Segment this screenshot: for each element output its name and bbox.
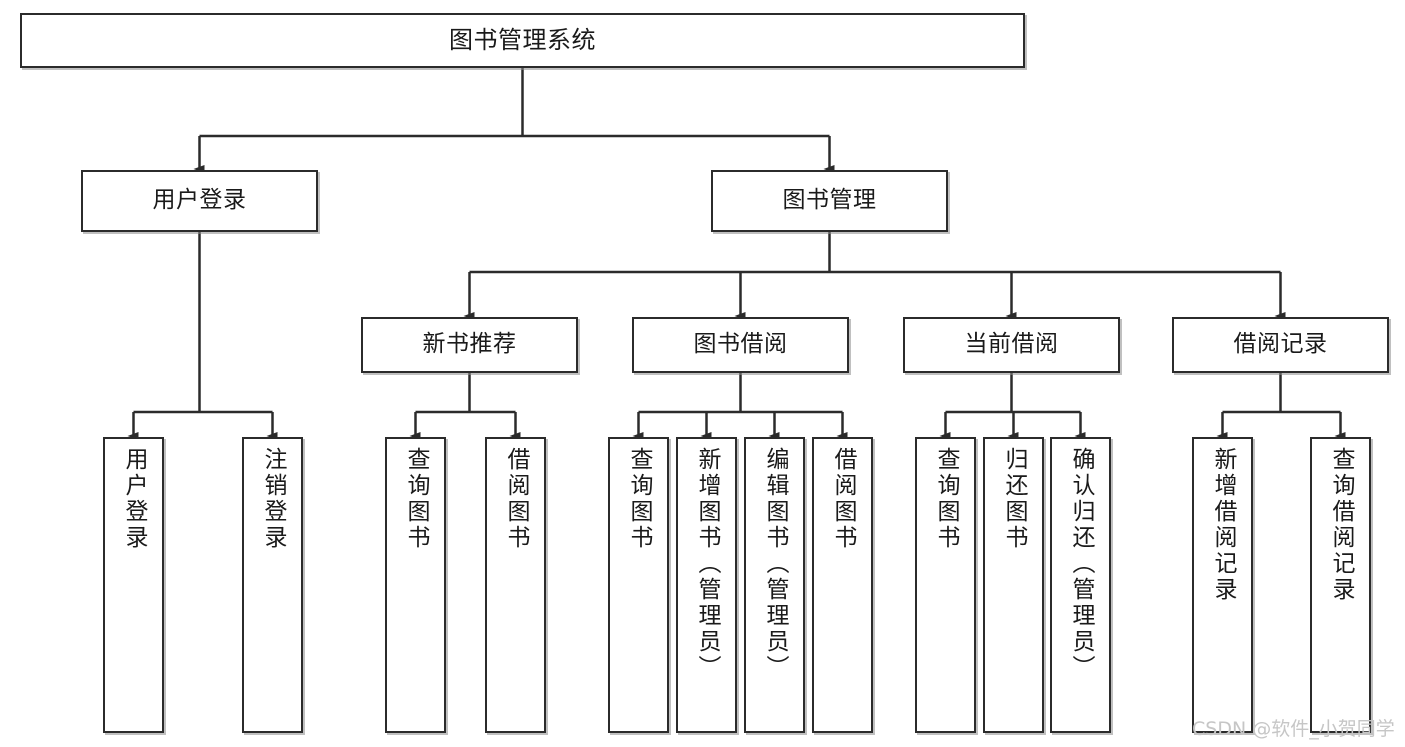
- node-leaf-rec-1[interactable]: 新增借阅记录: [1192, 437, 1253, 733]
- node-login[interactable]: 用户登录: [81, 170, 318, 232]
- node-label: 用户登录: [152, 187, 247, 214]
- node-label: 查询图书: [626, 447, 652, 551]
- node-records[interactable]: 借阅记录: [1172, 317, 1389, 373]
- watermark: CSDN @软件_小贺同学: [1192, 718, 1395, 740]
- node-leaf-cur-1[interactable]: 查询图书: [915, 437, 976, 733]
- node-label: 查询借阅记录: [1328, 447, 1354, 603]
- node-leaf-new-1[interactable]: 查询图书: [385, 437, 446, 733]
- node-label: 借阅记录: [1233, 331, 1328, 358]
- node-label: 图书管理: [782, 187, 877, 214]
- node-leaf-login-2[interactable]: 注销登录: [242, 437, 303, 733]
- node-leaf-borrow-1[interactable]: 查询图书: [608, 437, 669, 733]
- node-leaf-cur-3[interactable]: 确认归还（管理员）: [1050, 437, 1111, 733]
- node-leaf-borrow-3[interactable]: 编辑图书（管理员）: [744, 437, 805, 733]
- node-label: 图书借阅: [693, 331, 788, 358]
- node-root[interactable]: 图书管理系统: [20, 13, 1025, 68]
- node-label: 新增图书（管理员）: [694, 447, 720, 681]
- node-label: 图书管理系统: [449, 26, 596, 55]
- node-leaf-rec-2[interactable]: 查询借阅记录: [1310, 437, 1371, 733]
- node-label: 当前借阅: [964, 331, 1059, 358]
- node-newbook[interactable]: 新书推荐: [361, 317, 578, 373]
- node-label: 用户登录: [121, 447, 147, 551]
- node-label: 新书推荐: [422, 331, 517, 358]
- node-label: 查询图书: [933, 447, 959, 551]
- node-leaf-borrow-4[interactable]: 借阅图书: [812, 437, 873, 733]
- node-bookmgmt[interactable]: 图书管理: [711, 170, 948, 232]
- node-leaf-login-1[interactable]: 用户登录: [103, 437, 164, 733]
- node-leaf-new-2[interactable]: 借阅图书: [485, 437, 546, 733]
- node-leaf-cur-2[interactable]: 归还图书: [983, 437, 1044, 733]
- node-label: 注销登录: [260, 447, 286, 551]
- node-label: 借阅图书: [503, 447, 529, 551]
- node-borrow[interactable]: 图书借阅: [632, 317, 849, 373]
- node-label: 新增借阅记录: [1210, 447, 1236, 603]
- node-label: 查询图书: [403, 447, 429, 551]
- node-label: 编辑图书（管理员）: [762, 447, 788, 681]
- node-current[interactable]: 当前借阅: [903, 317, 1120, 373]
- edge-group: [127, 68, 1346, 440]
- node-label: 借阅图书: [830, 447, 856, 551]
- node-leaf-borrow-2[interactable]: 新增图书（管理员）: [676, 437, 737, 733]
- node-label: 归还图书: [1001, 447, 1027, 551]
- node-label: 确认归还（管理员）: [1068, 447, 1094, 681]
